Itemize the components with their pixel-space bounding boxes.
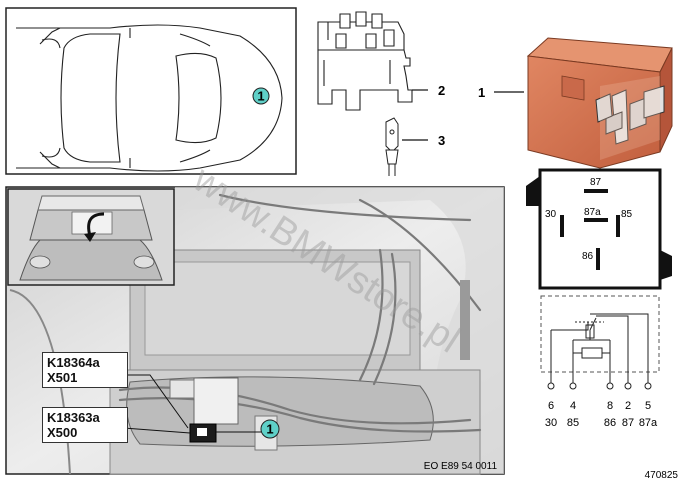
car-location-marker	[252, 87, 270, 105]
item-1-label: 1	[478, 85, 485, 100]
figure-number: 470825	[645, 470, 679, 481]
relay-photo	[526, 37, 673, 169]
photo-code: EO E89 54 0011	[424, 461, 498, 472]
relay-code-k18364a: K18364a	[47, 355, 100, 370]
pin-87-label: 87	[590, 177, 602, 188]
item-2-label: 2	[438, 83, 445, 98]
relay-socket	[317, 11, 413, 111]
connector-label-k18364a: K18364a X501	[42, 352, 128, 388]
schematic-terminal-label: 30	[545, 417, 557, 429]
engine-bay-photo: 1 EO E89 54 0011	[5, 186, 505, 475]
schematic-terminal-label: 86	[604, 417, 616, 429]
relay-pinout-view: 87 30 87a 85 86	[526, 168, 672, 290]
plug-code-x500: X500	[47, 425, 78, 440]
trunk-inset	[7, 188, 175, 286]
schematic-terminal-label: 87a	[639, 417, 658, 429]
relay-code-k18363a: K18363a	[47, 410, 100, 425]
pin-86-label: 86	[582, 251, 594, 262]
schematic-pin-number: 5	[645, 400, 651, 412]
engine-location-marker-label: 1	[266, 422, 273, 437]
plug-code-x501: X501	[47, 370, 78, 385]
schematic-terminal-label: 87	[622, 417, 634, 429]
car-top-view	[16, 24, 283, 172]
terminal-contact	[385, 117, 399, 176]
engine-location-marker	[260, 419, 280, 439]
connector-label-k18363a: K18363a X500	[42, 407, 128, 443]
schematic-terminal-label: 85	[567, 417, 579, 429]
schematic-pin-number: 2	[625, 400, 631, 412]
car-location-marker-label: 1	[257, 89, 264, 104]
car-location-panel: 1	[5, 7, 297, 175]
schematic-pin-number: 8	[607, 400, 613, 412]
pin-30-label: 30	[545, 209, 557, 220]
schematic-pin-number: 4	[570, 400, 576, 412]
pin-87a-label: 87a	[584, 207, 601, 218]
item-3-label: 3	[438, 133, 445, 148]
pin-85-label: 85	[621, 209, 633, 220]
schematic-pin-number: 6	[548, 400, 554, 412]
